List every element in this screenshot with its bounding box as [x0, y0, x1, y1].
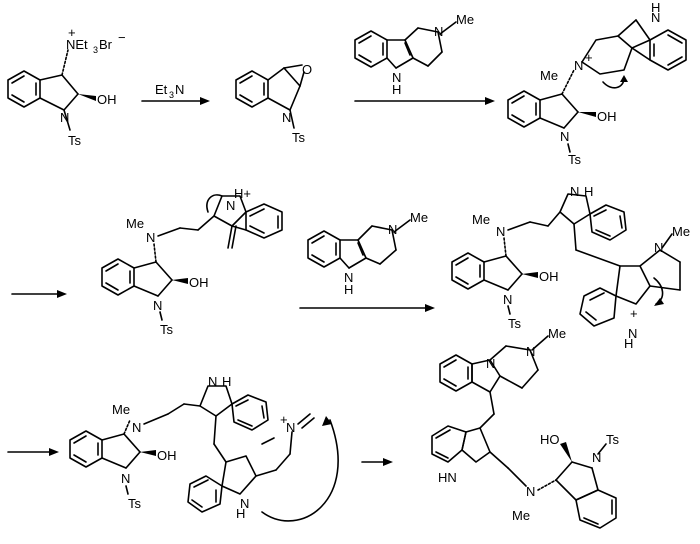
molecule-iminium: OH N Ts N Me N H N H N + — [69, 374, 339, 522]
aza-hplus-label: H+ — [234, 186, 251, 201]
reagent2-me-label: Me — [410, 210, 428, 225]
aza-amine-n: N — [146, 230, 155, 245]
hydroxyl-label: OH — [97, 92, 117, 107]
reagent1-nh-n: N — [392, 70, 401, 85]
final-mid-hn: HN — [438, 470, 457, 485]
adduct-indole-n: N — [651, 10, 660, 25]
reagent2-n-label: N — [388, 222, 397, 237]
adduct-nplus-n: N — [574, 58, 583, 73]
arrow-step-5 — [7, 448, 59, 456]
adduct-ts-label: Ts — [568, 152, 582, 167]
adduct-oh-label: OH — [597, 109, 617, 124]
final-me: Me — [512, 508, 530, 523]
aza-n-label: N — [153, 298, 162, 313]
bis-lower-n2: N — [628, 326, 637, 341]
molecule-epoxide: O N Ts — [235, 62, 312, 145]
imin-me-label: Me — [112, 402, 130, 417]
ammonium-label: NEt — [66, 37, 88, 52]
final-top-n2: N — [526, 344, 535, 359]
adduct-indole-h: H — [651, 0, 660, 15]
arrow-step-6 — [361, 458, 393, 466]
indoline-n-label: N — [60, 110, 69, 125]
aza-indole-n: N — [226, 198, 235, 213]
reagent-et3n: Et — [155, 82, 168, 97]
imin-upper-h: H — [222, 374, 231, 389]
bis-n-label: N — [503, 292, 512, 307]
final-amine-n: N — [526, 484, 535, 499]
molecule-final-product: N N Me HN N Me HO N Ts — [431, 326, 620, 529]
imin-n-label: N — [121, 471, 130, 486]
bromide-minus: − — [118, 30, 126, 45]
final-top-me: Me — [548, 326, 566, 341]
iminium-n: N — [286, 420, 295, 435]
adduct-n-label: N — [560, 129, 569, 144]
ammonium-sub: 3 — [93, 45, 98, 55]
bis-lower-n: N — [654, 240, 663, 255]
imin-lower-n: N — [240, 496, 249, 511]
bromide-label: Br — [99, 37, 113, 52]
iminium-plus: + — [280, 412, 288, 427]
bis-amine-n: N — [496, 224, 505, 239]
reagent2-nh-n: N — [344, 270, 353, 285]
reagent-et3n-tail: N — [175, 82, 184, 97]
epoxide-o-label: O — [302, 62, 312, 77]
final-bottom-n: N — [592, 450, 601, 465]
bis-me-label: Me — [472, 212, 490, 227]
imin-amine-n: N — [132, 420, 141, 435]
adduct-nplus-plus: + — [585, 50, 593, 65]
imin-upper-n: N — [208, 374, 217, 389]
arrow-step-4: N Me N H — [299, 210, 435, 312]
reagent2-nh-h: H — [344, 282, 353, 297]
aza-me-label: Me — [126, 216, 144, 231]
imin-oh-label: OH — [157, 448, 177, 463]
molecule-ammonium-adduct: OH N Ts N + Me N H — [507, 0, 687, 167]
molecule-ammonium-indoline: + NEt 3 Br − OH N Ts — [7, 25, 126, 148]
adduct-me-label: Me — [540, 68, 558, 83]
arrow-step-1: Et 3 N — [141, 82, 210, 105]
bis-lower-h: H — [624, 336, 633, 351]
arrow-step-3 — [11, 290, 67, 298]
ammonium-plus: + — [68, 25, 76, 40]
reagent1-nh-h: H — [392, 82, 401, 97]
tosyl-label: Ts — [68, 133, 82, 148]
epoxide-n-label: N — [282, 110, 291, 125]
imin-ts-label: Ts — [128, 496, 142, 511]
aza-oh-label: OH — [189, 275, 209, 290]
molecule-azafulvenium: OH N Ts N Me H+ N — [101, 186, 283, 337]
final-ho-label: HO — [540, 432, 560, 447]
bis-upper-n: N — [570, 184, 579, 199]
imin-lower-h: H — [236, 506, 245, 521]
reagent-et3n-sub: 3 — [169, 90, 174, 100]
epoxide-ts-label: Ts — [292, 130, 306, 145]
bis-oh-label: OH — [539, 269, 559, 284]
reagent1-me-label: Me — [456, 12, 474, 27]
reagent1-n-label: N — [434, 24, 443, 39]
final-ts-label: Ts — [606, 432, 620, 447]
bis-lower-plus: + — [630, 306, 638, 321]
aza-ts-label: Ts — [160, 322, 174, 337]
bis-ts-label: Ts — [508, 316, 522, 331]
molecule-bis-adduct: OH N Ts N Me N H N Me + N H — [451, 184, 690, 351]
arrow-step-2: N Me N H — [354, 12, 495, 105]
final-top-n: N — [486, 356, 495, 371]
bis-upper-h: H — [584, 184, 593, 199]
bis-lower-me: Me — [672, 224, 690, 239]
